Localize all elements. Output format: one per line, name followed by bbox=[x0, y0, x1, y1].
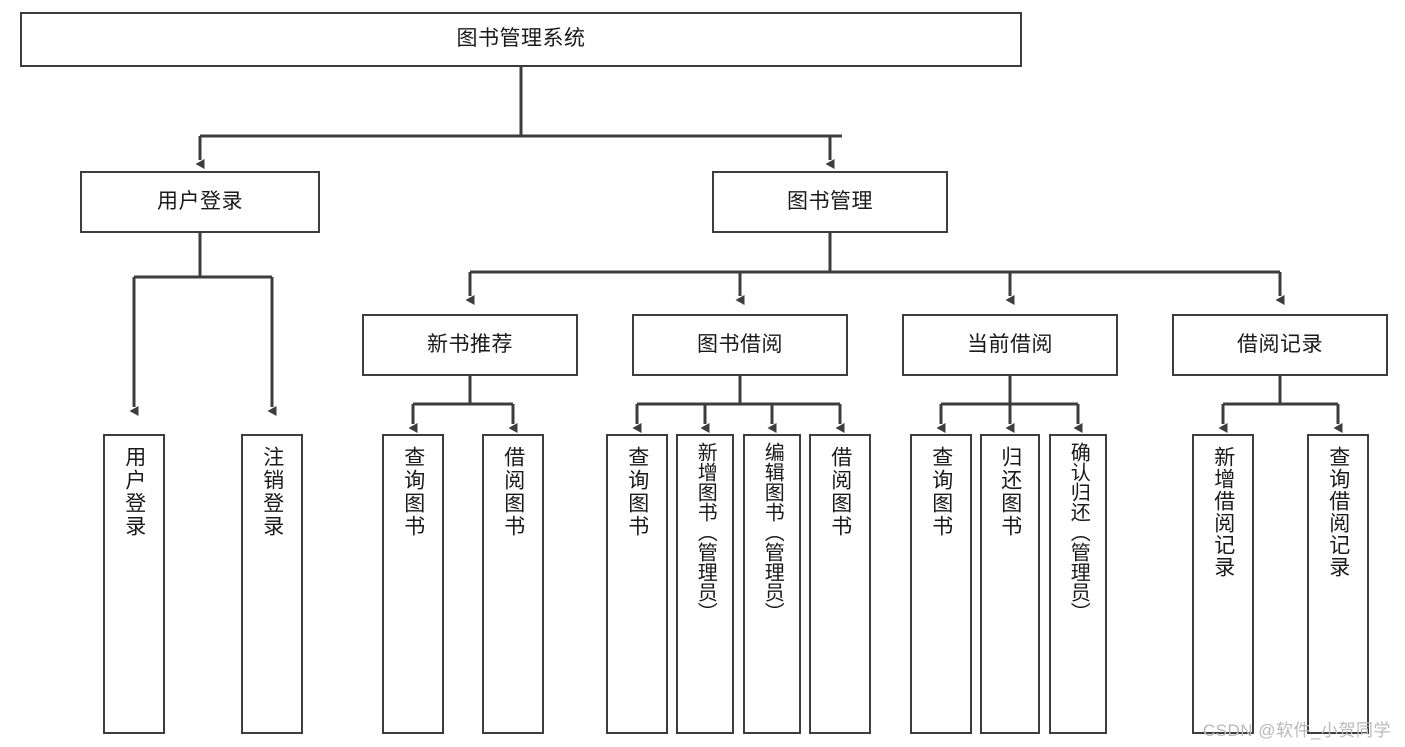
node-label: 查询图书 bbox=[929, 446, 953, 538]
node-leaf-borrow-book-2[interactable]: 借阅图书 bbox=[809, 434, 871, 734]
node-book-management-system[interactable]: 图书管理系统 bbox=[20, 12, 1022, 67]
node-leaf-query-book-2[interactable]: 查询图书 bbox=[606, 434, 668, 734]
node-label: 查询图书 bbox=[625, 446, 649, 538]
node-new-book-recommend[interactable]: 新书推荐 bbox=[362, 314, 578, 376]
node-label: 图书管理 bbox=[787, 189, 873, 213]
node-label: 编辑图书（管理员） bbox=[761, 442, 784, 622]
node-label: 借阅记录 bbox=[1237, 332, 1323, 356]
node-label: 当前借阅 bbox=[967, 332, 1053, 356]
node-label: 确认归还（管理员） bbox=[1067, 442, 1090, 622]
node-label: 图书借阅 bbox=[697, 332, 783, 356]
node-user-login[interactable]: 用户登录 bbox=[80, 171, 320, 233]
node-label: 注销登录 bbox=[260, 446, 284, 538]
node-label: 用户登录 bbox=[157, 189, 243, 213]
node-leaf-user-login[interactable]: 用户登录 bbox=[103, 434, 165, 734]
node-label: 借阅图书 bbox=[501, 446, 525, 538]
node-leaf-query-record[interactable]: 查询借阅记录 bbox=[1307, 434, 1369, 734]
node-leaf-add-book[interactable]: 新增图书（管理员） bbox=[676, 434, 734, 734]
node-label: 查询图书 bbox=[401, 446, 425, 538]
node-label: 新增图书（管理员） bbox=[694, 442, 717, 622]
node-leaf-query-book-3[interactable]: 查询图书 bbox=[910, 434, 972, 734]
node-leaf-query-book-1[interactable]: 查询图书 bbox=[382, 434, 444, 734]
node-label: 查询借阅记录 bbox=[1326, 446, 1350, 578]
node-leaf-logout[interactable]: 注销登录 bbox=[241, 434, 303, 734]
watermark: CSDN @软件_小贺同学 bbox=[1202, 721, 1391, 740]
node-book-borrow[interactable]: 图书借阅 bbox=[632, 314, 848, 376]
node-label: 图书管理系统 bbox=[456, 27, 586, 51]
node-label: 借阅图书 bbox=[828, 446, 852, 538]
node-label: 新增借阅记录 bbox=[1211, 446, 1235, 578]
node-leaf-borrow-book-1[interactable]: 借阅图书 bbox=[482, 434, 544, 734]
node-label: 归还图书 bbox=[998, 446, 1022, 538]
node-leaf-add-record[interactable]: 新增借阅记录 bbox=[1192, 434, 1254, 734]
node-label: 新书推荐 bbox=[427, 332, 513, 356]
node-current-borrow[interactable]: 当前借阅 bbox=[902, 314, 1118, 376]
node-leaf-return-book[interactable]: 归还图书 bbox=[980, 434, 1040, 734]
node-leaf-edit-book[interactable]: 编辑图书（管理员） bbox=[743, 434, 801, 734]
node-borrow-record[interactable]: 借阅记录 bbox=[1172, 314, 1388, 376]
node-label: 用户登录 bbox=[122, 446, 146, 538]
node-book-management[interactable]: 图书管理 bbox=[712, 171, 948, 233]
node-leaf-confirm-return[interactable]: 确认归还（管理员） bbox=[1049, 434, 1107, 734]
